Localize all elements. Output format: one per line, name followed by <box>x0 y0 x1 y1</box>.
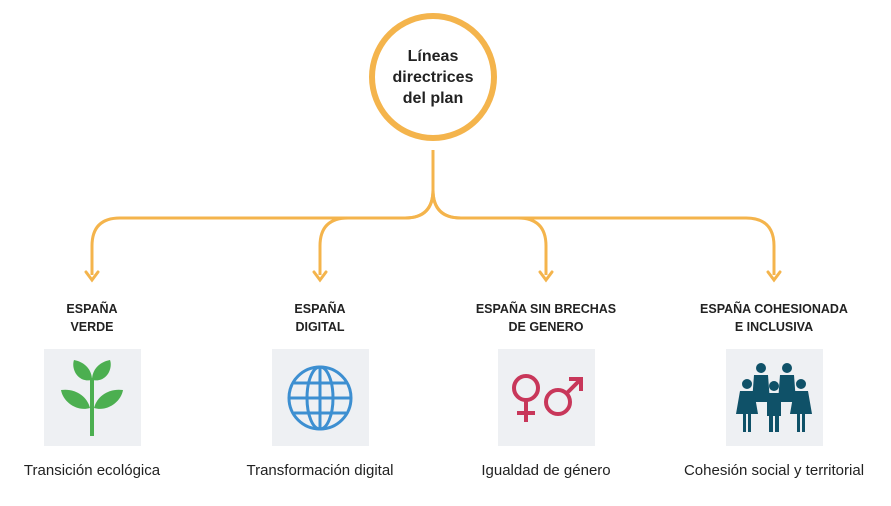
branch-heading: DE GENERO <box>508 320 584 334</box>
branch-espana-verde: ESPAÑA VERDE Transición ecológica <box>0 300 192 479</box>
people-group-icon <box>725 349 823 446</box>
central-circle: Líneas directrices del plan <box>369 13 497 141</box>
branch-espana-cohesionada: ESPAÑA COHESIONADA E INCLUSIVA Cohesión s… <box>674 300 874 479</box>
branch-heading: ESPAÑA SIN BRECHAS <box>475 302 617 316</box>
branch-heading: ESPAÑA <box>66 302 118 316</box>
branch-caption: Transformación digital <box>246 462 394 479</box>
branch-heading: VERDE <box>70 320 114 334</box>
branch-caption: Transición ecológica <box>23 462 161 479</box>
branch-heading: ESPAÑA <box>294 302 346 316</box>
branch-heading: E INCLUSIVA <box>734 320 814 334</box>
gender-symbols-icon <box>497 349 595 446</box>
plant-icon <box>43 349 141 446</box>
branch-espana-digital: ESPAÑA DIGITAL Transformación digital <box>220 300 420 479</box>
globe-icon <box>271 349 369 446</box>
central-title: Líneas directrices del plan <box>392 47 474 107</box>
branch-caption: Igualdad de género <box>481 462 611 479</box>
branch-caption: Cohesión social y territorial <box>683 462 865 479</box>
branch-heading: ESPAÑA COHESIONADA <box>700 302 848 316</box>
branch-espana-sin-brechas: ESPAÑA SIN BRECHAS DE GENERO Igualdad de … <box>446 300 646 479</box>
branch-heading: DIGITAL <box>295 320 345 334</box>
